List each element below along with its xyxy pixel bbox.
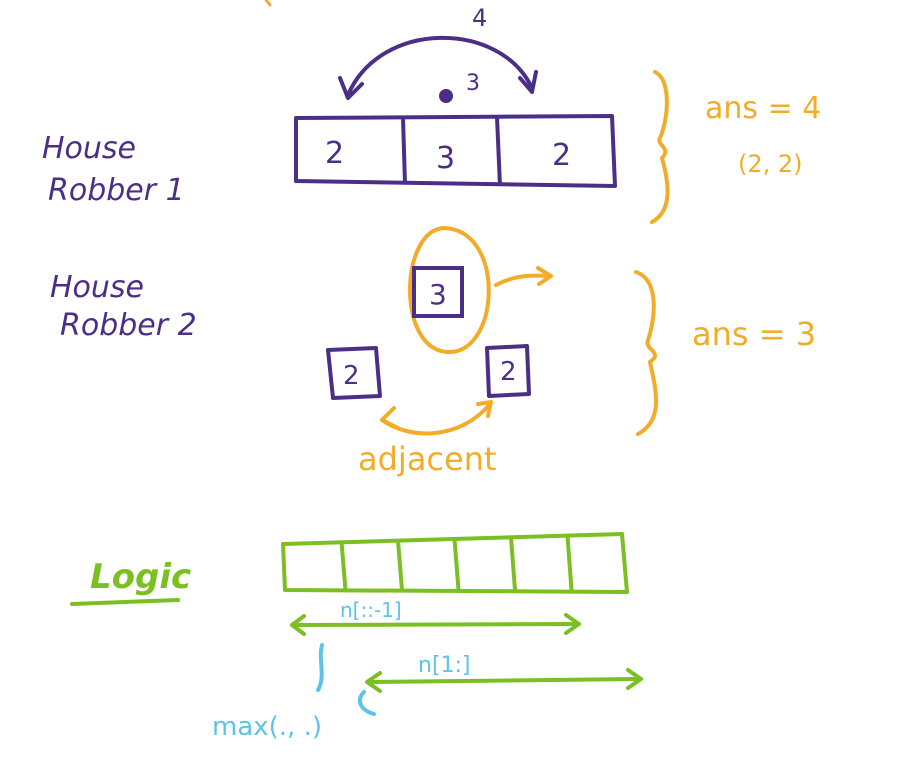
logic-range-second-left-arrowhead bbox=[365, 671, 382, 693]
logic-range-first-right-arrowhead bbox=[564, 613, 581, 635]
robber1-arc-left-arrowhead bbox=[338, 76, 364, 100]
logic-range-second-right-arrowhead bbox=[626, 668, 643, 690]
logic-array-divider bbox=[509, 535, 517, 592]
logic-array-divider bbox=[339, 540, 348, 592]
robber1-label-line1: House bbox=[42, 131, 136, 166]
robber1-arc-right-arrowhead bbox=[518, 70, 538, 94]
robber1-house-2: 3 bbox=[436, 141, 455, 176]
robber1-label-line2: Robber 1 bbox=[48, 173, 185, 208]
robber2-answer: ans = 3 bbox=[692, 315, 816, 353]
robber1-pair: (2, 2) bbox=[738, 150, 803, 178]
robber2-top-house: 3 bbox=[429, 278, 447, 311]
logic-range-first-line bbox=[291, 622, 580, 627]
robber1-divider-1 bbox=[401, 117, 407, 185]
logic-range-first-label: n[::-1] bbox=[340, 598, 402, 622]
robber2-label-line2: Robber 2 bbox=[60, 308, 197, 343]
logic-range-second-line bbox=[366, 677, 642, 684]
robber1-house-3: 2 bbox=[552, 138, 571, 173]
robber2-selection-arrowhead bbox=[536, 266, 553, 286]
robber1-skip-arc bbox=[346, 35, 534, 97]
logic-array-divider bbox=[452, 537, 461, 592]
robber2-adjacent-left-arrowhead bbox=[380, 406, 400, 430]
robber2-selection-loop bbox=[408, 225, 491, 355]
logic-section: Logic n[::-1] n[1:] max(., .) bbox=[70, 532, 643, 742]
logic-range-second-label: n[1:] bbox=[418, 653, 471, 678]
logic-result: max(., .) bbox=[212, 712, 322, 742]
robber2-adjacent-label: adjacent bbox=[358, 440, 497, 478]
robber1-divider-2 bbox=[495, 116, 502, 187]
logic-array-divider bbox=[396, 538, 404, 592]
logic-array-divider bbox=[565, 533, 574, 592]
stray-mark bbox=[264, 0, 272, 7]
robber2-brace bbox=[634, 270, 658, 436]
logic-title-underline bbox=[70, 598, 180, 606]
logic-connector-first bbox=[316, 643, 324, 692]
logic-range-first-left-arrowhead bbox=[290, 614, 306, 636]
robber2-label-line1: House bbox=[50, 270, 144, 305]
robber2-right-house-box bbox=[485, 344, 531, 398]
robber2-section: House Robber 2 3 2 2 adjacent ans = 3 bbox=[50, 225, 816, 478]
robber2-left-house-box bbox=[326, 346, 382, 400]
robber1-brace bbox=[650, 70, 670, 224]
robber1-section: House Robber 1 4 3 2 3 2 ans = 4 (2, 2) bbox=[42, 4, 821, 224]
logic-connector-second bbox=[357, 690, 376, 716]
robber1-dot-label: 3 bbox=[466, 71, 480, 96]
logic-array-dividers bbox=[339, 533, 574, 592]
robber2-right-house: 2 bbox=[500, 357, 517, 387]
robber1-answer: ans = 4 bbox=[705, 91, 821, 126]
robber1-arc-label: 4 bbox=[472, 4, 487, 32]
robber2-top-house-box bbox=[412, 266, 464, 318]
logic-title: Logic bbox=[90, 557, 191, 597]
robber2-selection-arrow bbox=[494, 273, 552, 287]
robber1-house-strip bbox=[294, 114, 617, 188]
robber1-middle-dot bbox=[439, 89, 453, 103]
robber2-left-house: 2 bbox=[343, 361, 360, 391]
robber2-adjacent-right-arrowhead bbox=[476, 400, 493, 418]
robber1-house-1: 2 bbox=[325, 136, 344, 171]
